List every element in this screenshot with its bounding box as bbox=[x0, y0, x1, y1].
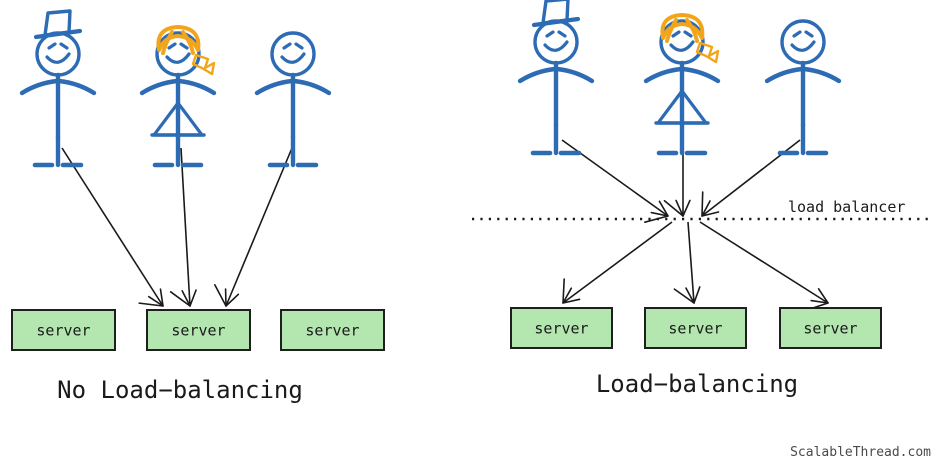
arrow-head-extra bbox=[169, 291, 191, 307]
smile bbox=[280, 52, 306, 64]
arrow-user2-to-server2 bbox=[169, 147, 197, 307]
head bbox=[780, 19, 826, 65]
arm-left bbox=[254, 78, 295, 96]
server-box-load-balancing-1[interactable]: server bbox=[510, 307, 613, 349]
hair-part-right bbox=[181, 30, 195, 55]
hair-part-left bbox=[665, 18, 678, 43]
arrow-shaft bbox=[687, 221, 695, 304]
user-with-top-hat bbox=[19, 9, 97, 168]
eye-right bbox=[557, 30, 567, 38]
arrow-shaft bbox=[61, 147, 164, 307]
server-label: server bbox=[534, 320, 588, 338]
arrow-shaft bbox=[180, 147, 191, 307]
eye-right bbox=[59, 42, 69, 50]
server-label: server bbox=[803, 320, 857, 338]
eye-left bbox=[792, 30, 802, 38]
arm-left bbox=[643, 66, 684, 84]
arrow-shaft bbox=[699, 221, 829, 304]
server-box-load-balancing-3[interactable]: server bbox=[779, 307, 882, 349]
eye-right bbox=[179, 42, 189, 50]
eye-left bbox=[545, 30, 555, 38]
server-rect[interactable] bbox=[146, 309, 251, 351]
head bbox=[533, 19, 579, 65]
eye-right bbox=[294, 42, 304, 50]
arrow-shaft bbox=[225, 147, 293, 307]
server-rect[interactable] bbox=[644, 307, 747, 349]
arrow-balancer-to-server2 bbox=[673, 221, 701, 304]
arrow-head-extra bbox=[562, 278, 565, 304]
arm-left bbox=[517, 66, 558, 84]
smile bbox=[669, 40, 695, 52]
panel-load-balancing: load balancer server server serverLoad−bala… bbox=[472, 0, 930, 398]
arrow-head-extra bbox=[673, 288, 695, 304]
server-box-no-load-balancing-2[interactable]: server bbox=[146, 309, 251, 351]
server-box-no-load-balancing-1[interactable]: server bbox=[11, 309, 116, 351]
eye-right bbox=[683, 30, 693, 38]
server-label: server bbox=[668, 320, 722, 338]
server-label: server bbox=[171, 322, 225, 340]
user-with-ponytail bbox=[139, 25, 217, 168]
hair-part-right bbox=[685, 18, 699, 43]
arm-left bbox=[139, 78, 180, 96]
arm-right bbox=[801, 66, 842, 84]
head bbox=[270, 31, 316, 77]
arrow-user1-to-server2 bbox=[61, 147, 164, 307]
user-with-top-hat bbox=[517, 0, 595, 156]
arrow-balancer-to-server1 bbox=[562, 221, 673, 304]
panel-caption-load-balancing: Load−balancing bbox=[596, 370, 798, 398]
arm-right bbox=[291, 78, 332, 96]
server-label: server bbox=[36, 322, 90, 340]
arm-right bbox=[56, 78, 97, 96]
arrow-head-extra bbox=[663, 199, 684, 217]
smile bbox=[790, 40, 816, 52]
arm-right bbox=[176, 78, 217, 96]
user-plain bbox=[254, 31, 332, 168]
server-box-no-load-balancing-3[interactable]: server bbox=[280, 309, 385, 351]
server-rect[interactable] bbox=[779, 307, 882, 349]
panel-no-load-balancing: server server server No Load−balancing bbox=[11, 9, 385, 404]
eye-left bbox=[47, 42, 57, 50]
watermark: ScalableThread.com bbox=[790, 445, 931, 460]
server-rect[interactable] bbox=[510, 307, 613, 349]
ponytail bbox=[191, 53, 216, 76]
user-with-ponytail bbox=[643, 13, 721, 156]
server-rect[interactable] bbox=[280, 309, 385, 351]
server-box-load-balancing-2[interactable]: server bbox=[644, 307, 747, 349]
hat-crown bbox=[541, 0, 570, 25]
eye-left bbox=[282, 42, 292, 50]
eye-left bbox=[167, 42, 177, 50]
hat-crown bbox=[43, 9, 72, 37]
arm-left bbox=[19, 78, 60, 96]
hair-part-left bbox=[161, 30, 174, 55]
head bbox=[35, 31, 81, 77]
arrow-head-extra bbox=[701, 191, 704, 217]
arrow-head-extra bbox=[644, 215, 669, 223]
arrow-shaft bbox=[562, 221, 673, 304]
smile bbox=[165, 52, 191, 64]
arrow-balancer-to-server3 bbox=[699, 221, 829, 312]
eye-right bbox=[804, 30, 814, 38]
arrow-head-extra bbox=[213, 283, 227, 307]
ponytail bbox=[695, 41, 720, 64]
arm-right bbox=[680, 66, 721, 84]
load-balancer-label: load balancer bbox=[788, 198, 905, 216]
smile bbox=[45, 52, 71, 64]
server-rect[interactable] bbox=[11, 309, 116, 351]
panel-caption-no-load-balancing: No Load−balancing bbox=[57, 376, 303, 404]
smile bbox=[543, 40, 569, 52]
arrow-head-extra bbox=[138, 302, 164, 307]
server-label: server bbox=[305, 322, 359, 340]
eye-left bbox=[671, 30, 681, 38]
arrow-user3-to-server2 bbox=[213, 147, 293, 307]
arm-left bbox=[764, 66, 805, 84]
arm-right bbox=[554, 66, 595, 84]
user-plain bbox=[764, 19, 842, 156]
